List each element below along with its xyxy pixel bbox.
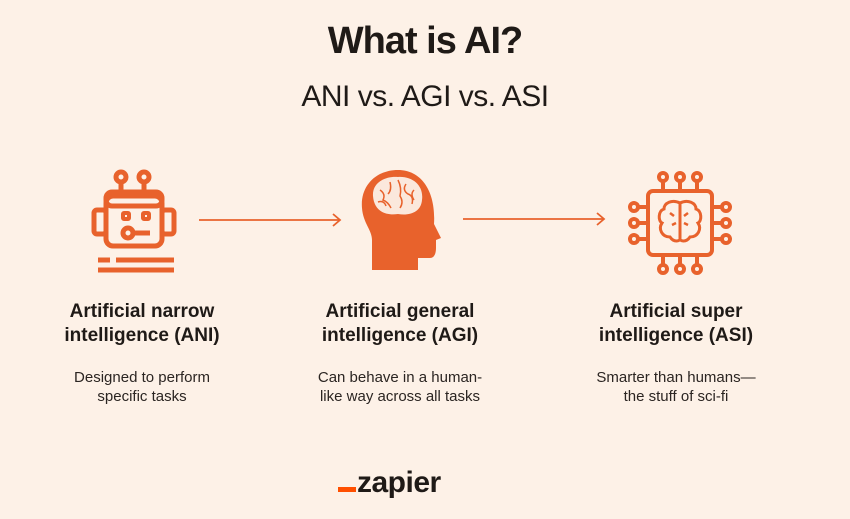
robot-icon (91, 169, 177, 273)
heading-line: intelligence (ANI) (64, 325, 220, 346)
brain-chip-icon (628, 171, 732, 275)
asi-description: Smarter than humans— the stuff of sci-fi (546, 368, 806, 406)
description-line: Designed to perform (74, 369, 210, 386)
heading-line: Artificial super (609, 301, 743, 322)
column-asi: Artificial super intelligence (ASI) Smart… (546, 300, 806, 406)
asi-heading: Artificial super intelligence (ASI) (546, 300, 806, 348)
zapier-logo: zapier (338, 466, 441, 500)
ani-heading: Artificial narrow intelligence (ANI) (12, 300, 272, 348)
description-line: Smarter than humans— (596, 369, 756, 386)
ani-description: Designed to perform specific tasks (12, 368, 272, 406)
logo-text: zapier (357, 466, 441, 499)
human-head-brain-icon (361, 170, 441, 270)
arrow-right-icon (199, 213, 342, 227)
agi-heading: Artificial general intelligence (AGI) (270, 300, 530, 348)
heading-line: intelligence (ASI) (598, 325, 754, 346)
page-title: What is AI? (327, 20, 523, 62)
heading-line: Artificial general (325, 301, 475, 322)
description-line: specific tasks (97, 388, 187, 405)
heading-line: Artificial narrow (69, 301, 215, 322)
description-line: Can behave in a human- (317, 369, 483, 386)
agi-description: Can behave in a human-like way across al… (270, 368, 530, 406)
logo-underscore (338, 487, 356, 492)
heading-line: intelligence (AGI) (321, 325, 479, 346)
description-line: the stuff of sci-fi (623, 388, 729, 405)
column-ani: Artificial narrow intelligence (ANI) Desi… (12, 300, 272, 406)
arrow-right-icon (463, 212, 606, 226)
page-subtitle: ANI vs. AGI vs. ASI (301, 80, 549, 113)
description-line: like way across all tasks (319, 388, 481, 405)
column-agi: Artificial general intelligence (AGI) Can… (270, 300, 530, 406)
